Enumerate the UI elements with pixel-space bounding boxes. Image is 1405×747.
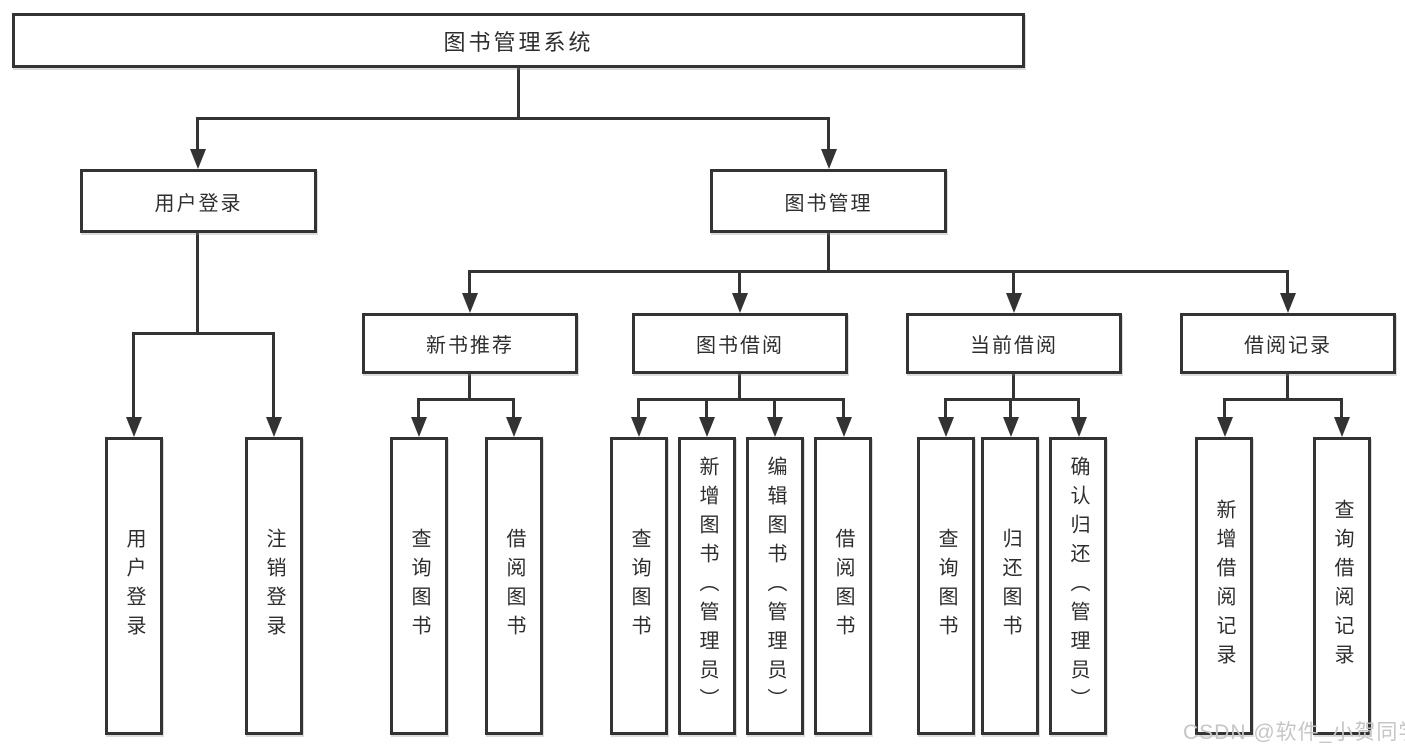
node-label: 用户登录 [123, 528, 145, 644]
node-label: 借阅记录 [1244, 335, 1332, 357]
node-book-borrowing: 图书借阅 [632, 313, 848, 374]
node-label: 新增图书（管理员） [696, 455, 718, 717]
node-label: 借阅图书 [832, 528, 854, 644]
arrowhead-down-icon [836, 417, 852, 437]
connector-rail-new-book-recommendation [417, 398, 515, 401]
connector-drop-leaf [705, 398, 708, 419]
arrowhead-down-icon [821, 149, 837, 169]
node-leaf-query-borrow-record: 查询借阅记录 [1313, 437, 1371, 735]
arrowhead-down-icon [1217, 417, 1233, 437]
arrowhead-down-icon [462, 293, 478, 313]
connector-rail-borrowing-records [1223, 398, 1343, 401]
node-new-book-recommendation: 新书推荐 [362, 313, 578, 374]
node-leaf-logout: 注销登录 [245, 437, 303, 735]
connector-drop-leaf [1223, 398, 1226, 419]
connector-drop-leaf [637, 398, 640, 419]
node-leaf-user-login: 用户登录 [105, 437, 163, 735]
node-leaf-confirm-return-admin: 确认归还（管理员） [1049, 437, 1107, 735]
node-leaf-edit-books-admin: 编辑图书（管理员） [746, 437, 804, 735]
connector-drop-leaf [512, 398, 515, 419]
node-label: 图书管理系统 [443, 29, 594, 55]
arrowhead-down-icon [732, 293, 748, 313]
connector-rail-current-borrowing [944, 398, 1080, 401]
arrowhead-down-icon [1334, 417, 1350, 437]
connector-drop-leaf [1077, 398, 1080, 419]
node-label: 图书借阅 [696, 335, 784, 357]
arrowhead-down-icon [1071, 417, 1087, 437]
connector-rail-level2 [196, 117, 830, 120]
node-leaf-return-books: 归还图书 [981, 437, 1039, 735]
arrowhead-down-icon [767, 417, 783, 437]
arrowhead-down-icon [411, 417, 427, 437]
connector-rail-book-borrowing [637, 398, 845, 401]
connector-rail-level3 [468, 270, 1289, 273]
node-label: 当前借阅 [970, 335, 1058, 357]
node-label: 查询借阅记录 [1331, 499, 1353, 673]
connector-drop-book-borrowing [738, 270, 741, 295]
connector-drop-borrowing-records [1286, 270, 1289, 295]
arrowhead-down-icon [266, 417, 282, 437]
node-label: 注销登录 [263, 528, 285, 644]
connector-drop-new-book-recommendation [468, 270, 471, 295]
connector-stem-borrowing-records [1286, 374, 1289, 400]
connector-stem-user-login [196, 233, 199, 335]
node-leaf-add-borrow-record: 新增借阅记录 [1195, 437, 1253, 735]
node-label: 新增借阅记录 [1213, 499, 1235, 673]
node-leaf-query-books-current: 查询图书 [917, 437, 975, 735]
arrowhead-down-icon [1003, 417, 1019, 437]
node-leaf-query-books-recommend: 查询图书 [390, 437, 448, 735]
connector-drop-leaf [773, 398, 776, 419]
arrowhead-down-icon [126, 417, 142, 437]
node-label: 编辑图书（管理员） [764, 455, 786, 717]
connector-drop-leaf [417, 398, 420, 419]
node-user-login: 用户登录 [80, 169, 317, 233]
node-label: 借阅图书 [503, 528, 525, 644]
node-label: 确认归还（管理员） [1067, 455, 1089, 717]
connector-stem-new-book-recommendation [468, 374, 471, 400]
connector-stem-root [517, 68, 520, 119]
node-current-borrowing: 当前借阅 [906, 313, 1122, 374]
node-book-management: 图书管理 [710, 169, 947, 233]
connector-stem-book-management [827, 233, 830, 272]
arrowhead-down-icon [699, 417, 715, 437]
connector-drop-user-login [196, 117, 199, 151]
connector-drop-leaf [1340, 398, 1343, 419]
node-label: 查询图书 [408, 528, 430, 644]
connector-rail-user-login [132, 332, 275, 335]
node-label: 查询图书 [935, 528, 957, 644]
connector-drop-book-management [827, 117, 830, 151]
connector-drop-leaf [842, 398, 845, 419]
connector-drop-current-borrowing [1012, 270, 1015, 295]
connector-stem-book-borrowing [738, 374, 741, 400]
arrowhead-down-icon [506, 417, 522, 437]
node-label: 归还图书 [999, 528, 1021, 644]
connector-drop-leaf [272, 332, 275, 419]
arrowhead-down-icon [631, 417, 647, 437]
node-leaf-borrow-books-recommend: 借阅图书 [485, 437, 543, 735]
node-leaf-query-books-borrowing: 查询图书 [610, 437, 668, 735]
node-label: 查询图书 [628, 528, 650, 644]
node-label: 图书管理 [784, 192, 873, 215]
node-label: 新书推荐 [426, 335, 514, 357]
arrowhead-down-icon [190, 149, 206, 169]
node-leaf-borrow-books-borrowing: 借阅图书 [814, 437, 872, 735]
node-leaf-add-books-admin: 新增图书（管理员） [678, 437, 736, 735]
connector-drop-leaf [1009, 398, 1012, 419]
connector-stem-current-borrowing [1012, 374, 1015, 400]
arrowhead-down-icon [1280, 293, 1296, 313]
node-borrowing-records: 借阅记录 [1180, 313, 1396, 374]
node-library-management-system: 图书管理系统 [12, 13, 1025, 68]
watermark: CSDN @软件_小贺同学 [1183, 721, 1405, 744]
arrowhead-down-icon [938, 417, 954, 437]
connector-drop-leaf [944, 398, 947, 419]
connector-drop-leaf [132, 332, 135, 419]
arrowhead-down-icon [1006, 293, 1022, 313]
node-label: 用户登录 [154, 192, 243, 215]
